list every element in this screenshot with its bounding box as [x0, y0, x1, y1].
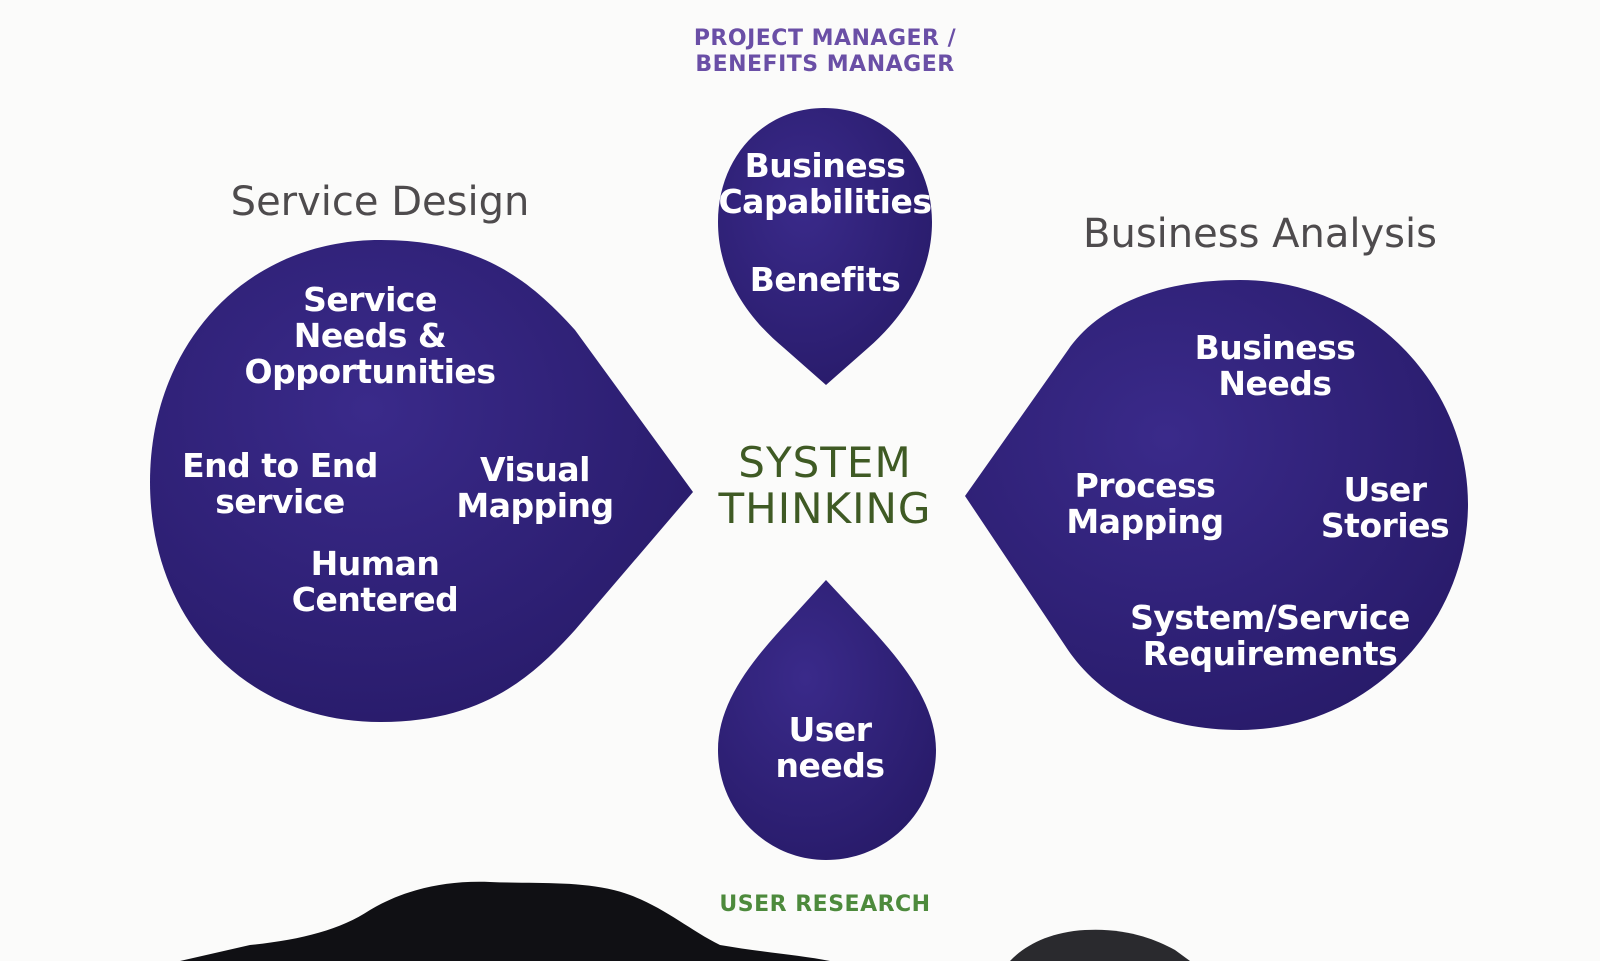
service-design-drop: [150, 240, 693, 722]
business-needs-text: Business Needs: [1194, 328, 1356, 403]
benefits-text: Benefits: [749, 260, 901, 299]
user-research-label: USER RESEARCH: [719, 892, 931, 917]
user-stories-text: User Stories: [1320, 470, 1450, 545]
service-design-heading: Service Design: [230, 179, 530, 225]
system-service-requirements-text: System/Service Requirements: [1130, 598, 1410, 673]
visual-mapping-text: Visual Mapping: [456, 450, 614, 525]
user-needs-text: User needs: [775, 710, 885, 785]
human-centered-text: Human Centered: [291, 544, 459, 619]
business-capabilities-text: Business Capabilities: [718, 146, 932, 221]
business-analysis-drop: [965, 280, 1468, 730]
process-mapping-text: Process Mapping: [1066, 466, 1224, 541]
bottom-drop: [718, 580, 936, 860]
end-to-end-service-text: End to End service: [182, 446, 378, 521]
service-needs-opportunities-text: Service Needs & Opportunities: [244, 280, 496, 391]
business-analysis-heading: Business Analysis: [1083, 211, 1437, 257]
project-benefits-manager-label: PROJECT MANAGER / BENEFITS MANAGER: [693, 26, 957, 77]
system-thinking-label: SYSTEM THINKING: [718, 438, 932, 533]
top-drop: [718, 108, 932, 385]
